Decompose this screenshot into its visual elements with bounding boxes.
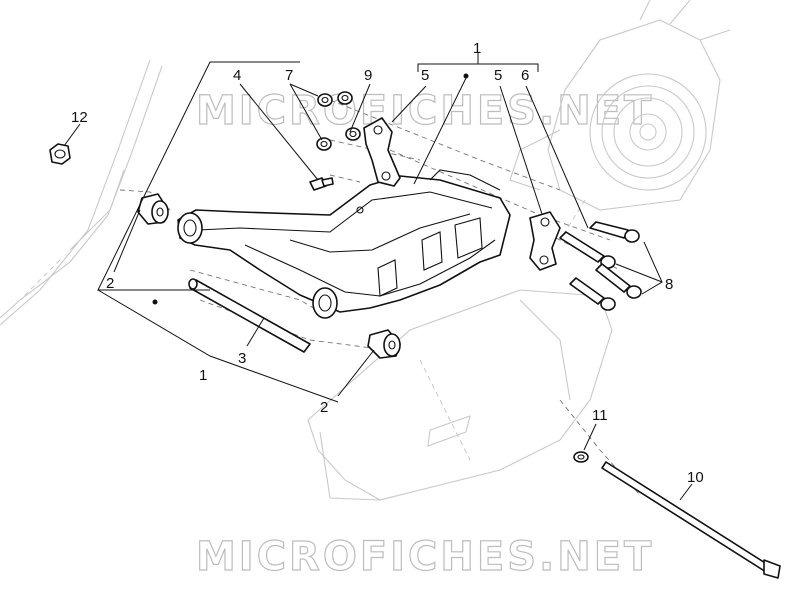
callout-12: 12 [71,109,88,126]
bracket-right [529,211,561,271]
callout-5-left: 5 [421,67,429,84]
pivot-pin [188,278,311,353]
nut-12 [49,143,71,165]
callout-3: 3 [238,350,246,367]
watermark-bottom: MICROFICHES.NET [196,534,654,580]
ghost-chassis-left [0,59,163,326]
washer-11 [573,451,589,463]
callout-5-right: 5 [494,67,502,84]
bracket-left [363,117,401,187]
callout-1-left: 1 [199,367,207,384]
callout-1-top: 1 [473,40,481,57]
silent-block-bottom [367,329,401,359]
callout-9: 9 [364,67,372,84]
callout-4: 4 [233,67,241,84]
swing-arm [177,169,511,319]
silent-block-left [137,193,169,225]
screw-4 [309,177,334,191]
bolts-8 [559,221,642,311]
callout-6: 6 [521,67,529,84]
watermark-top: MICROFICHES.NET [196,88,654,134]
callout-11: 11 [592,407,608,424]
callout-8: 8 [665,276,673,293]
nuts-7-9 [316,91,361,151]
callout-7: 7 [285,67,293,84]
leader-lines [63,52,693,501]
callout-2-bottom: 2 [320,399,328,416]
callout-2-left: 2 [106,275,114,292]
long-bolt-10 [601,461,781,579]
callout-10: 10 [687,469,704,486]
ghost-body-panel [307,289,613,501]
